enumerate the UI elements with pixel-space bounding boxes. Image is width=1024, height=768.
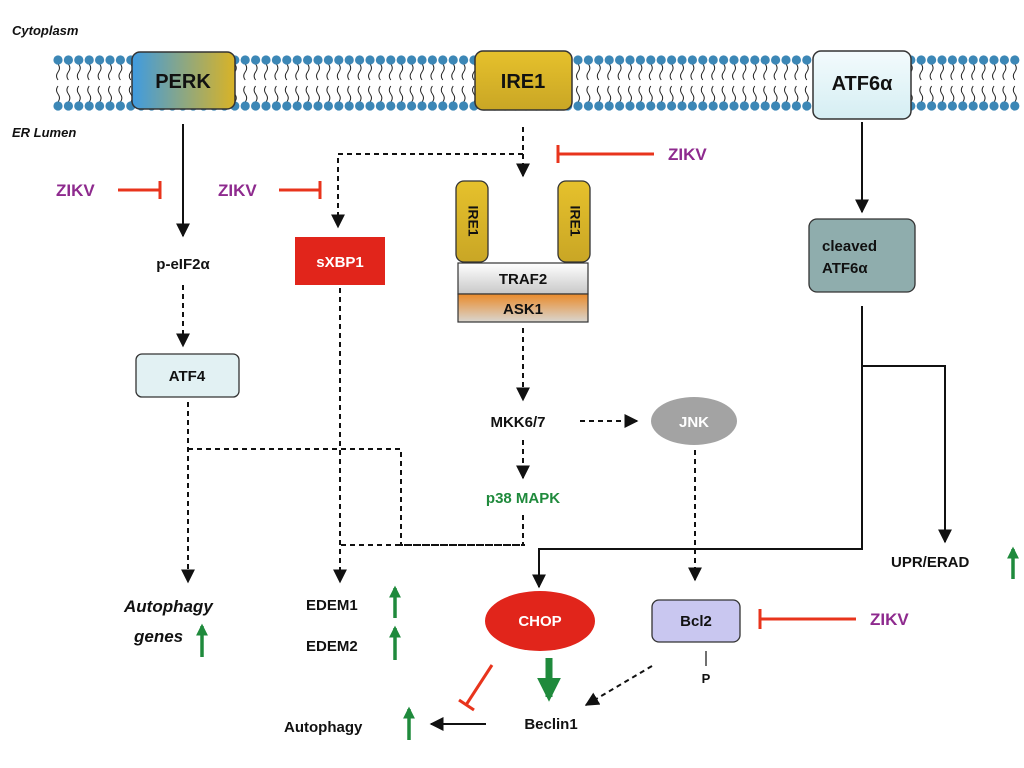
ire1-left-label: IRE1 — [465, 205, 481, 236]
sxbp1-label: sXBP1 — [316, 254, 364, 271]
zikv-label: ZIKV — [668, 145, 707, 164]
arrow-cleaved-atf6-to-chop — [532, 306, 863, 589]
connectors — [176, 122, 952, 731]
ire1-receptor: IRE1 — [474, 50, 573, 111]
jnk-label: JNK — [679, 414, 709, 431]
p38-mapk-label: p38 MAPK — [486, 490, 560, 507]
arrow-p38-to-chop — [340, 515, 524, 546]
beclin1-label: Beclin1 — [524, 716, 577, 733]
zikv-label: ZIKV — [218, 181, 257, 200]
chop-node: CHOP — [485, 591, 595, 651]
ask1-label: ASK1 — [503, 301, 543, 318]
cleaved-atf6-label-2: ATF6α — [822, 260, 868, 277]
edem2-label: EDEM2 — [306, 638, 358, 655]
er-lumen-label: ER Lumen — [12, 125, 76, 140]
edem1-label: EDEM1 — [306, 597, 358, 614]
arrow-atf4-branch-to-chop — [188, 448, 525, 546]
ire1-label: IRE1 — [501, 71, 545, 93]
autophagy-genes-label-2: genes — [133, 627, 183, 646]
inhibition-bars — [118, 145, 856, 712]
cleaved-atf6-label-1: cleaved — [822, 238, 877, 255]
p-eif2a-label: p-eIF2α — [156, 256, 210, 273]
perk-receptor: PERK — [131, 51, 236, 110]
arrow-cleaved-atf6-to-upr — [862, 365, 952, 544]
ire1-traf2-ask1-complex: IRE1 IRE1 TRAF2 ASK1 — [455, 180, 591, 323]
arrow-bcl2-to-beclin1 — [584, 665, 653, 706]
chop-label: CHOP — [518, 613, 561, 630]
perk-label: PERK — [155, 71, 211, 93]
inhibit-perk-path — [118, 181, 162, 199]
bcl2-label: Bcl2 — [680, 613, 712, 630]
jnk-node: JNK — [651, 397, 737, 445]
autophagy-genes-label-1: Autophagy — [123, 597, 214, 616]
upregulation-arrows — [196, 546, 1019, 740]
inhibit-bcl2-path — [758, 609, 856, 629]
bcl2-node: Bcl2 — [651, 599, 741, 643]
traf2-label: TRAF2 — [499, 271, 547, 288]
cleaved-atf6-node: cleaved ATF6α — [808, 218, 916, 293]
autophagy-label: Autophagy — [284, 719, 363, 736]
mkk-label: MKK6/7 — [490, 414, 545, 431]
phospho-label: P — [702, 671, 711, 686]
atf4-node: ATF4 — [135, 353, 240, 398]
cytoplasm-label: Cytoplasm — [12, 23, 79, 38]
zikv-label: ZIKV — [56, 181, 95, 200]
inhibit-chop-to-autophagy — [458, 664, 494, 712]
atf4-label: ATF4 — [169, 368, 206, 385]
ire1-right-label: IRE1 — [567, 205, 583, 236]
inhibit-ire1-path — [556, 145, 654, 163]
atf6-label: ATF6α — [832, 73, 894, 95]
atf6-receptor: ATF6α — [812, 50, 912, 120]
sxbp1-node: sXBP1 — [295, 237, 385, 285]
zikv-label: ZIKV — [870, 610, 909, 629]
upr-erad-label: UPR/ERAD — [891, 554, 970, 571]
arrow-ire1-to-sxbp1 — [331, 153, 523, 229]
inhibit-sxbp1-path — [279, 181, 322, 199]
